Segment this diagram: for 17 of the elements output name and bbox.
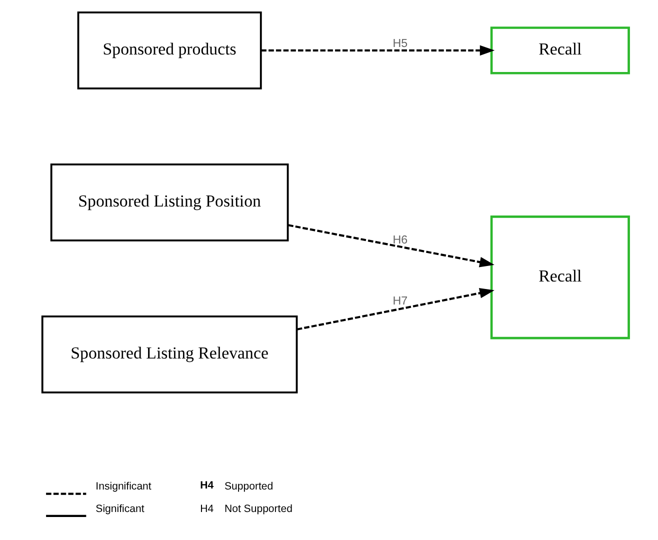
- arrow: [260, 45, 494, 56]
- edge-label: H5: [392, 37, 408, 50]
- node-box: Recall: [490, 216, 630, 340]
- legend-label: Insignificant: [95, 480, 151, 493]
- node-box: Sponsored Listing Position: [50, 163, 288, 242]
- edge-label: H7: [392, 294, 408, 308]
- edge-label: H6: [392, 233, 408, 246]
- arrow: [296, 288, 494, 330]
- label: Supported: [224, 480, 273, 493]
- label: H4: [200, 502, 214, 515]
- label: Not Supported: [224, 502, 292, 515]
- label: H4: [200, 480, 214, 492]
- node-box: Sponsored products: [76, 11, 262, 90]
- node-box: Recall: [490, 26, 630, 74]
- arrow: [288, 224, 494, 268]
- legend-label: Significant: [95, 502, 144, 515]
- node-box: Sponsored Listing Relevance: [40, 316, 298, 394]
